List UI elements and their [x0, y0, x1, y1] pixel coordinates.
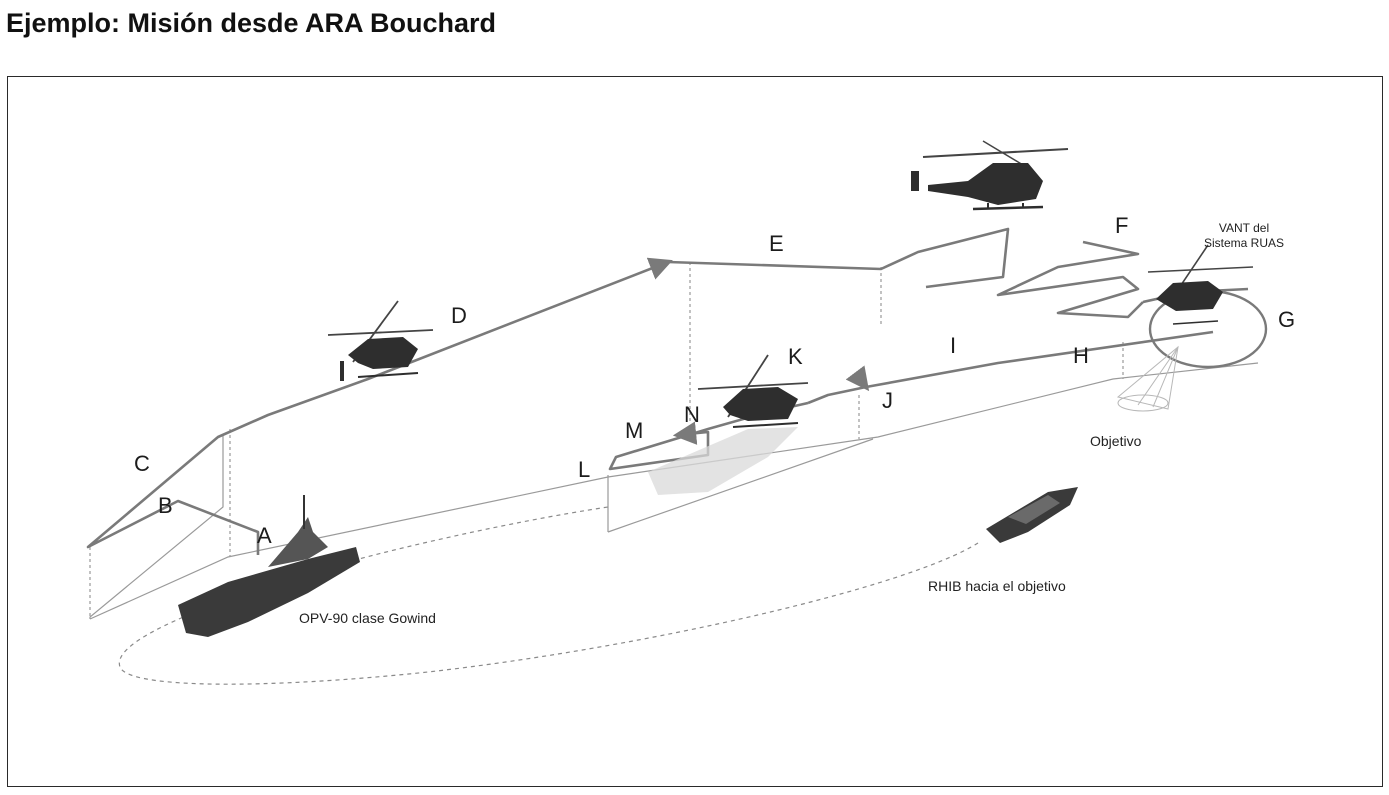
- waypoint-e: E: [769, 231, 784, 256]
- waypoint-j: J: [882, 388, 893, 413]
- waypoint-g: G: [1278, 307, 1296, 332]
- page-title: Ejemplo: Misión desde ARA Bouchard: [6, 8, 497, 38]
- waypoint-c: C: [134, 451, 150, 476]
- rhib-icon: [986, 487, 1078, 543]
- waypoint-a: A: [257, 523, 272, 548]
- waypoint-l: L: [578, 457, 591, 482]
- helicopter-d-icon: [327, 300, 434, 381]
- waypoint-d: D: [451, 303, 467, 328]
- flight-path: [86, 227, 1249, 555]
- uav-caption-line2: Sistema RUAS: [1204, 236, 1285, 250]
- uav-caption: VANT del Sistema RUAS: [1204, 221, 1284, 251]
- uav-icon: [1147, 244, 1254, 325]
- waypoint-i: I: [950, 333, 957, 358]
- rhib-caption: RHIB hacia el objetivo: [928, 578, 1066, 594]
- waypoint-m: M: [625, 418, 644, 443]
- waypoint-f: F: [1115, 213, 1129, 238]
- mission-diagram: A B C D E F G H I J K L M N OPV-90 clase…: [7, 76, 1383, 787]
- target-caption: Objetivo: [1090, 433, 1142, 449]
- waypoint-n: N: [684, 402, 700, 427]
- waypoint-k: K: [788, 344, 803, 369]
- uav-caption-line1: VANT del: [1218, 221, 1270, 235]
- waypoint-h: H: [1073, 343, 1089, 368]
- ship-caption: OPV-90 clase Gowind: [299, 610, 436, 626]
- waypoint-b: B: [158, 493, 173, 518]
- ship-track: [118, 506, 979, 685]
- ship-icon: [178, 495, 360, 637]
- target-icon: [1116, 345, 1179, 412]
- helicopter-icon: [911, 140, 1069, 211]
- diagram-canvas: [86, 140, 1268, 685]
- helicopter-k-icon: [648, 354, 809, 495]
